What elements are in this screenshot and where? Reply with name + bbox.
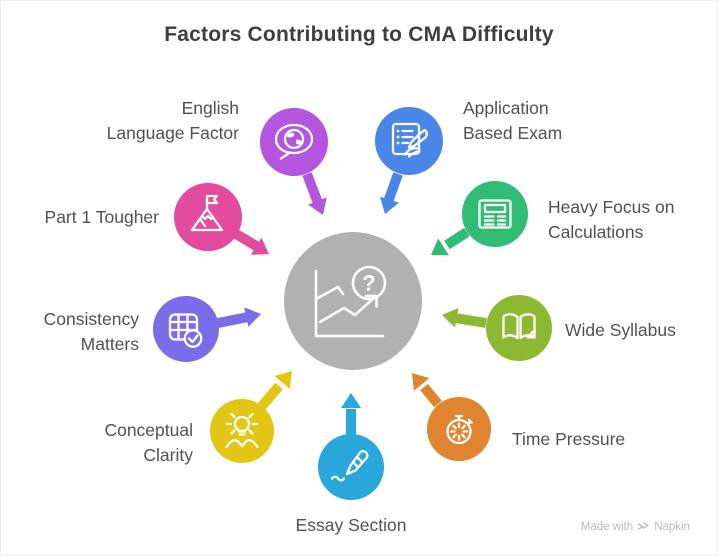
factor-circle <box>375 107 443 175</box>
factor-essay-section <box>318 393 384 500</box>
pen-writing-icon <box>330 450 369 482</box>
arrow-shaft <box>217 312 249 328</box>
arrow-head <box>380 196 399 214</box>
arrow-shaft <box>454 313 487 328</box>
chart-question-icon: ? <box>314 265 387 338</box>
arrow-head <box>442 307 459 328</box>
factor-application-based-exam <box>375 107 443 214</box>
napkin-logo-icon <box>637 522 649 530</box>
label-conceptual-clarity: Conceptual Clarity <box>104 420 193 465</box>
label-consistency-matters: Consistency Matters <box>43 309 139 354</box>
page-title: Factors Contributing to CMA Difficulty <box>164 23 554 46</box>
open-book-icon <box>502 313 536 340</box>
arrow-head <box>244 307 261 327</box>
arrow-head <box>251 237 269 255</box>
center-hub: ? <box>284 232 422 370</box>
calendar-check-icon <box>168 313 203 348</box>
arrow-head <box>274 371 292 389</box>
question-glyph: ? <box>362 271 375 296</box>
watermark: Made with Napkin <box>581 520 690 533</box>
label-essay-section: Essay Section <box>295 515 407 535</box>
factor-circle <box>427 397 491 461</box>
arrow-shaft <box>420 383 442 408</box>
factor-consistency-matters <box>153 296 261 362</box>
spreadsheet-icon <box>478 199 512 229</box>
label-part-1-tougher: Part 1 Tougher <box>44 207 159 227</box>
arrow-head <box>431 238 449 256</box>
arrow-shaft <box>258 382 283 410</box>
factor-conceptual-clarity <box>210 371 292 463</box>
factor-english-language <box>260 108 328 215</box>
arrow-shaft <box>233 229 261 252</box>
label-application-based-exam: Application Based Exam <box>463 98 563 143</box>
watermark-brand: Napkin <box>654 520 690 533</box>
factor-circle <box>462 181 528 247</box>
label-time-pressure: Time Pressure <box>512 429 626 449</box>
watermark-prefix: Made with <box>580 520 634 533</box>
arrow-shaft <box>383 172 403 204</box>
label-wide-syllabus: Wide Syllabus <box>565 320 676 340</box>
factor-circle <box>486 295 552 361</box>
idea-person-icon <box>225 412 259 449</box>
arrow-shaft <box>302 172 323 205</box>
arrow-head <box>341 393 361 408</box>
label-heavy-focus-calculations: Heavy Focus on Calculations <box>548 197 675 242</box>
label-english-language-factor: English Language Factor <box>106 98 239 143</box>
factor-circle <box>260 108 328 176</box>
mountain-flag-icon <box>190 194 224 232</box>
arrow-shaft <box>444 227 470 250</box>
factor-time-pressure <box>412 373 491 461</box>
factor-part-1-tougher <box>174 183 269 255</box>
factor-heavy-focus-calculations <box>431 181 528 256</box>
speech-globe-icon <box>274 123 314 160</box>
arrow-head <box>412 373 430 391</box>
exam-writing-icon <box>391 122 428 158</box>
arrow-head <box>308 197 327 215</box>
factor-wide-syllabus <box>442 295 552 361</box>
center-circle <box>284 232 422 370</box>
stopwatch-icon <box>446 414 473 445</box>
